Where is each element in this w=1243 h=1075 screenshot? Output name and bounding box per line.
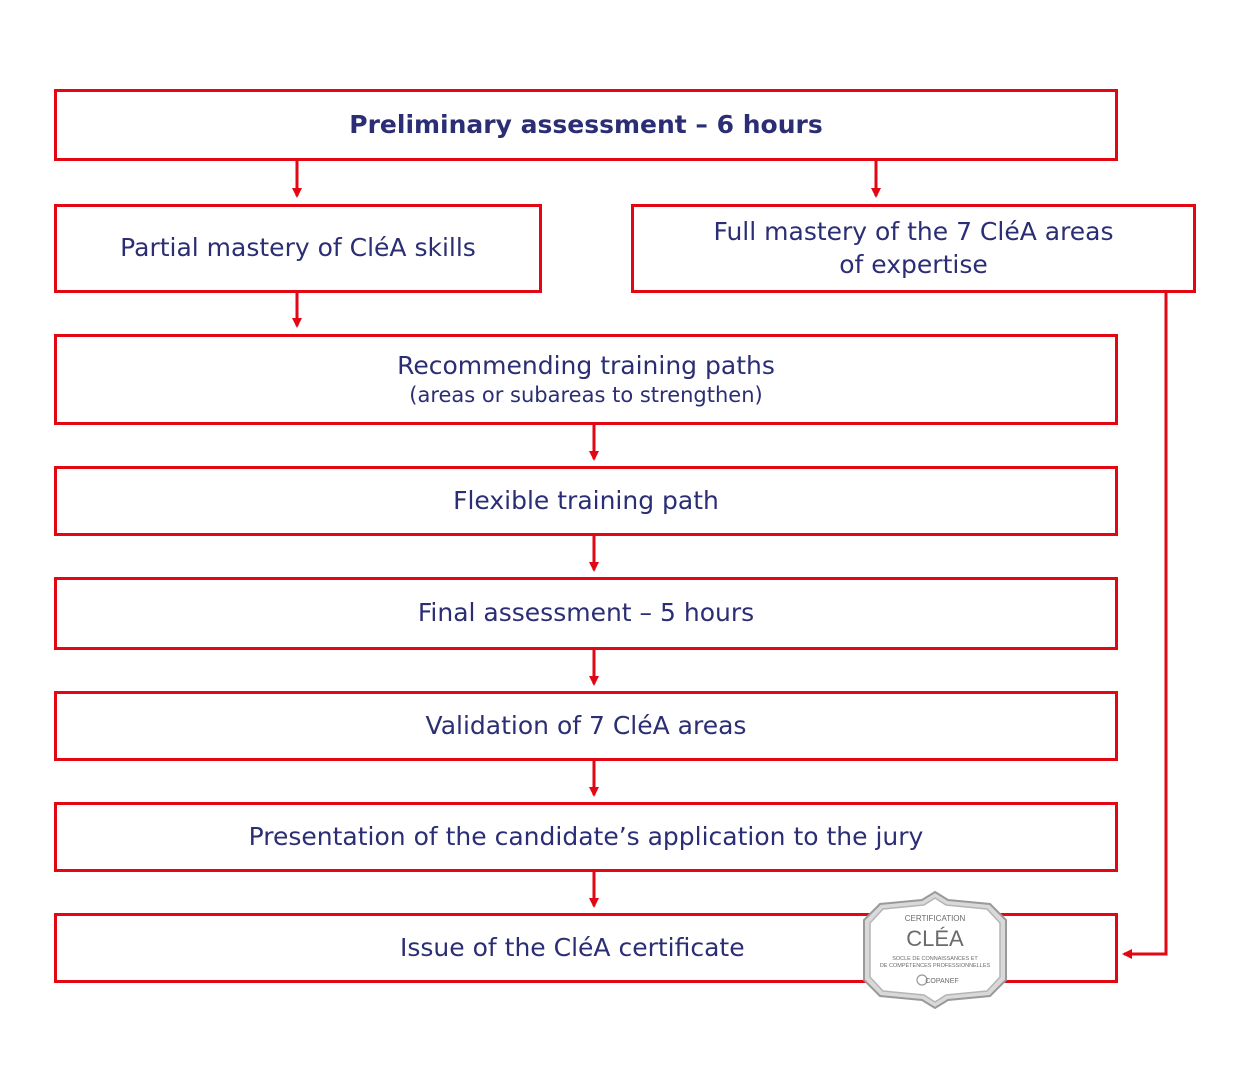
validation-label: Validation of 7 CléA areas <box>425 710 747 740</box>
presentation-box: Presentation of the candidate’s applicat… <box>54 802 1118 872</box>
issue-certificate-label: Issue of the CléA certificate <box>400 932 745 962</box>
validation-box: Validation of 7 CléA areas <box>54 691 1118 761</box>
flexible-training-box: Flexible training path <box>54 466 1118 536</box>
badge-line5: COPANEF <box>925 978 958 985</box>
presentation-label: Presentation of the candidate’s applicat… <box>248 821 924 851</box>
final-assessment-box: Final assessment – 5 hours <box>54 577 1118 650</box>
full-mastery-label-line2: of expertise <box>839 249 988 279</box>
badge-line4: DE COMPÉTENCES PROFESSIONNELLES <box>880 962 991 969</box>
full-mastery-box: Full mastery of the 7 CléA areas of expe… <box>631 204 1196 293</box>
full-mastery-label-line1: Full mastery of the 7 CléA areas <box>713 217 1114 246</box>
arrow-full-to-issue <box>1122 291 1168 959</box>
final-assessment-label: Final assessment – 5 hours <box>417 598 755 628</box>
recommending-training-sublabel: (areas or subareas to strengthen) <box>409 383 763 408</box>
badge-line3: SOCLE DE CONNAISSANCES ET <box>892 956 978 962</box>
clea-certification-badge: CERTIFICATION CLÉA SOCLE DE CONNAISSANCE… <box>863 890 1007 1010</box>
badge-inner-shape <box>869 897 1001 1003</box>
preliminary-assessment-label: Preliminary assessment – 6 hours <box>349 109 823 139</box>
badge-line1: CERTIFICATION <box>905 914 966 923</box>
copanef-logo-icon <box>916 974 928 986</box>
flexible-training-label: Flexible training path <box>453 485 719 515</box>
recommending-training-label: Recommending training paths <box>397 350 775 380</box>
recommending-training-box: Recommending training paths (areas or su… <box>54 334 1118 425</box>
badge-line2: CLÉA <box>906 926 964 951</box>
preliminary-assessment-box: Preliminary assessment – 6 hours <box>54 89 1118 161</box>
partial-mastery-box: Partial mastery of CléA skills <box>54 204 542 293</box>
partial-mastery-label: Partial mastery of CléA skills <box>120 233 476 263</box>
